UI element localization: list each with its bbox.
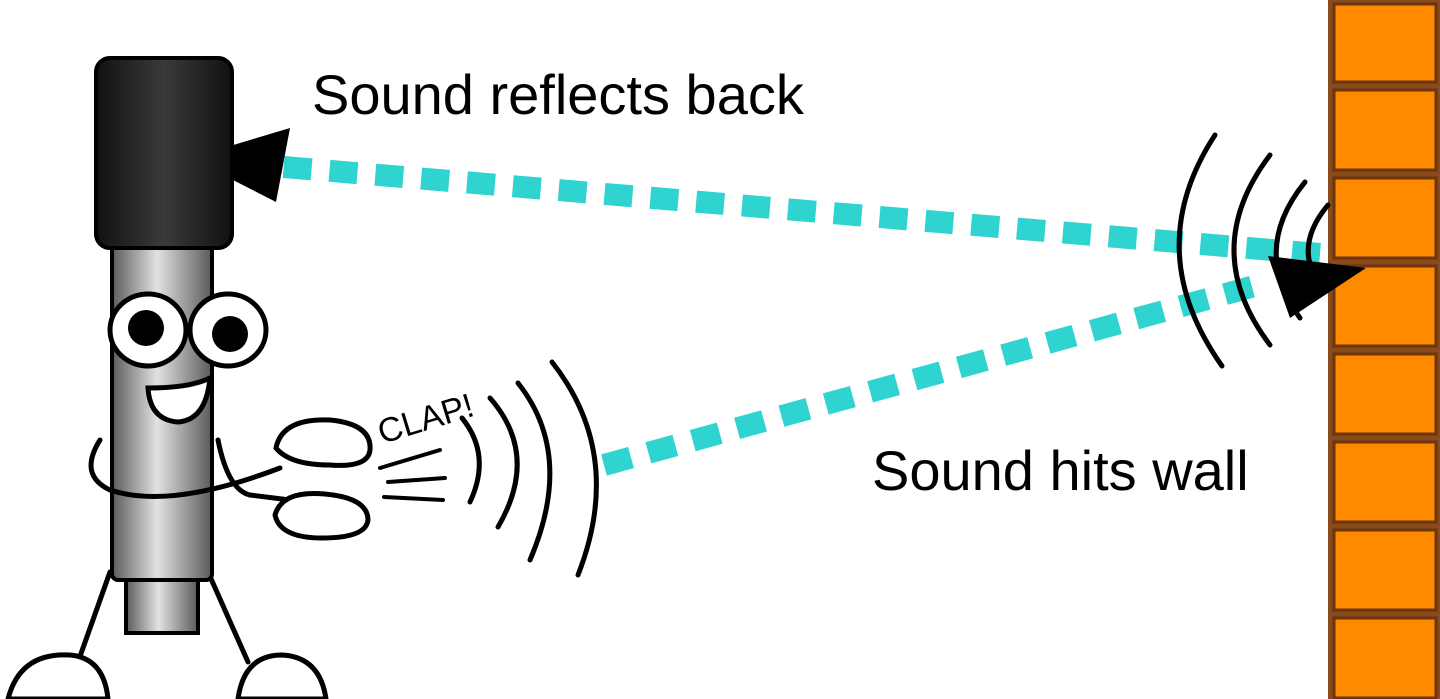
arrowhead-icon — [1268, 256, 1366, 318]
label-sound-reflects-back: Sound reflects back — [312, 63, 805, 126]
sound-path-incoming — [601, 273, 1265, 476]
microphone-character-icon — [5, 56, 447, 699]
eyes — [107, 291, 269, 369]
clapping-hands-icon — [272, 417, 447, 541]
label-clap: CLAP! — [373, 387, 478, 452]
label-sound-hits-wall: Sound hits wall — [872, 439, 1249, 502]
clap-sound-wave-icon — [459, 359, 599, 578]
smile — [145, 373, 213, 425]
brick-wall-icon — [1328, 0, 1440, 699]
sound-path-reflected — [271, 155, 1321, 265]
arrowhead-icon — [190, 128, 290, 202]
